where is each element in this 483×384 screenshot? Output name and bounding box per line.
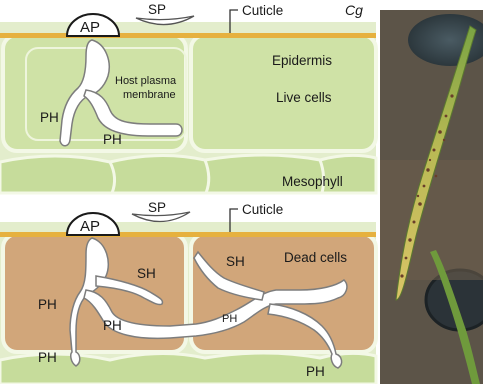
bottom-ph-bottom-left-label: PH	[38, 350, 57, 365]
dead-cells-label: Dead cells	[284, 250, 347, 265]
top-ph-bottom-label: PH	[103, 132, 122, 147]
live-cells-label: Live cells	[276, 90, 332, 105]
bottom-ap-label: AP	[80, 218, 100, 235]
top-panel: AP SP Cuticle Cg Epidermis Host plasma m…	[0, 2, 376, 193]
bottom-ph-bottom-right-label: PH	[306, 364, 325, 379]
bottom-ph-mid-label: PH	[103, 318, 122, 333]
host-membrane-label-line1: Host plasma	[115, 75, 177, 87]
bottom-cuticle-label: Cuticle	[242, 202, 283, 217]
top-sp-label: SP	[148, 2, 166, 17]
species-label: Cg	[345, 2, 363, 18]
bottom-sh-right-label: SH	[226, 254, 245, 269]
bottom-sh-left-label: SH	[137, 266, 156, 281]
bottom-panel: AP SP Cuticle SH SH Dead cells PH PH PH …	[0, 200, 376, 384]
leaf-photo	[380, 10, 483, 384]
top-cuticle-label: Cuticle	[242, 3, 283, 18]
epidermis-label: Epidermis	[272, 53, 332, 68]
top-ph-left-label: PH	[40, 110, 59, 125]
bottom-ph-left-label: PH	[38, 297, 57, 312]
mesophyll-label: Mesophyll	[282, 174, 343, 189]
bottom-ph-right-label: PH	[222, 313, 237, 325]
host-membrane-label-line2: membrane	[123, 89, 176, 101]
bottom-sp-label: SP	[148, 200, 166, 215]
bottom-cuticle-layer	[0, 232, 376, 237]
top-ap-label: AP	[80, 19, 100, 36]
top-cuticle-layer	[0, 33, 376, 38]
